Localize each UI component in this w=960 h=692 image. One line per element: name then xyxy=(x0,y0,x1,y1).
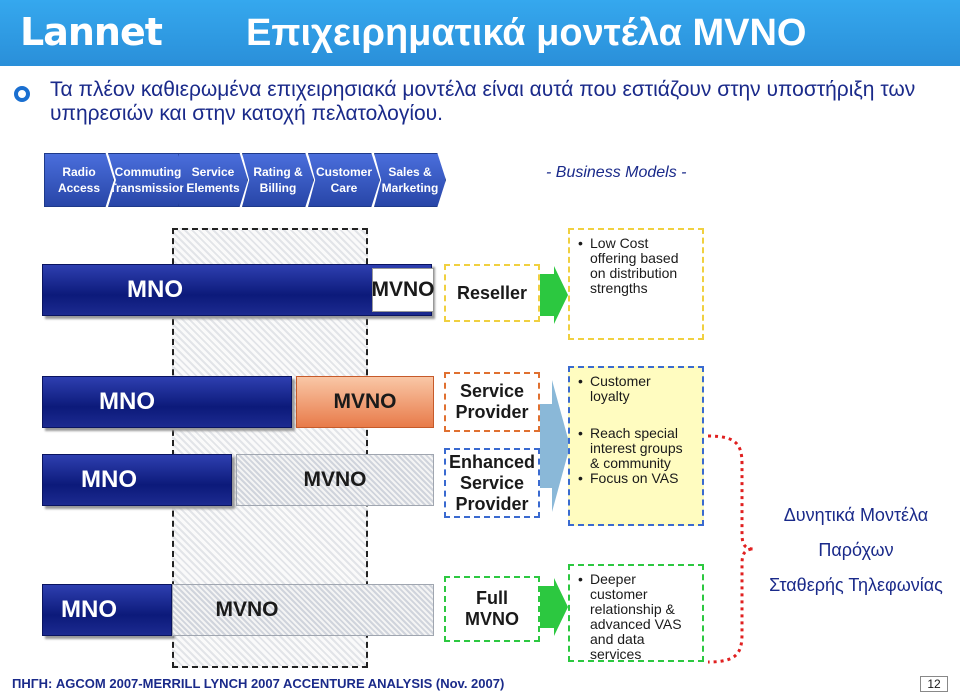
mno-bar-reseller: MNO xyxy=(42,264,432,316)
potential-models-label: Δυνητικά Μοντέλα Παρόχων Σταθερής Τηλεφω… xyxy=(769,505,943,595)
bullet-icon xyxy=(14,86,30,102)
mvno-box-service-provider: MVNO xyxy=(296,376,434,428)
arrow-service-providers xyxy=(540,380,570,512)
header-bar xyxy=(0,0,960,66)
arrow-reseller xyxy=(540,266,568,324)
lannet-logo: Lannet xyxy=(20,10,163,54)
chain-sales-marketing: Sales &Marketing xyxy=(374,153,446,207)
desc-reseller: Low Cost offering based on distribution … xyxy=(568,228,704,340)
mvno-box-reseller: MVNO xyxy=(372,268,435,312)
red-bracket xyxy=(707,434,755,664)
desc-full-mvno: Deeper customer relationship & advanced … xyxy=(568,564,704,662)
business-models-label: - Business Models - xyxy=(546,164,687,181)
mvno-box-enhanced: MVNO xyxy=(236,454,434,506)
source-note: ΠΗΓΗ: AGCOM 2007-MERRILL LYNCH 2007 ACCE… xyxy=(12,676,505,691)
desc-service-providers: Customer loyalty Reach special interest … xyxy=(568,366,704,526)
mno-bar-full: MNO xyxy=(42,584,172,636)
mvno-box-full: MVNO xyxy=(172,584,434,636)
chain-rating-billing: Rating &Billing xyxy=(242,153,314,207)
mno-bar-service-provider: MNO xyxy=(42,376,292,428)
intro-text: Τα πλέον καθιερωμένα επιχειρησιακά μοντέ… xyxy=(50,78,916,125)
arrow-full-mvno xyxy=(540,578,568,636)
slide-title: Επιχειρηματικά μοντέλα MVNO xyxy=(246,12,807,54)
mno-bar-enhanced: MNO xyxy=(42,454,232,506)
page-number: 12 xyxy=(920,676,948,692)
model-reseller: Reseller xyxy=(444,264,540,322)
